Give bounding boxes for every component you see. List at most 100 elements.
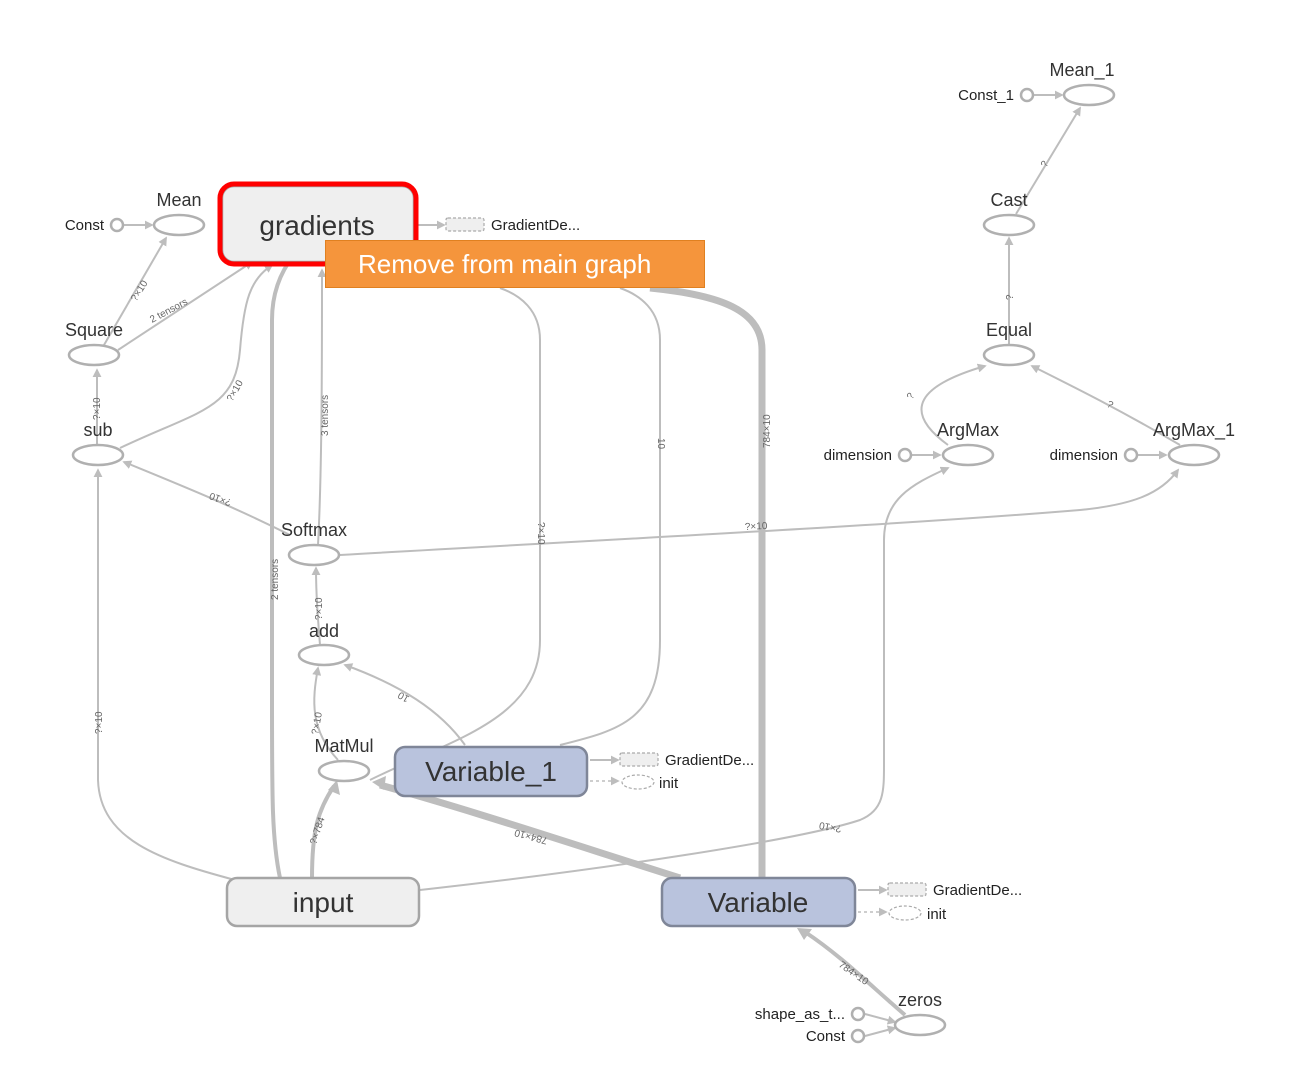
edge-label-softmax-gradients: 3 tensors — [320, 395, 331, 436]
edge-label-add-softmax: ?×10 — [314, 597, 325, 620]
variable1-node[interactable] — [393, 745, 589, 798]
variable-aux-node[interactable] — [887, 882, 927, 897]
edge-variable1-add — [343, 663, 466, 746]
edge-softmax-gradients — [317, 268, 327, 546]
edge-argmax-equal — [920, 363, 987, 446]
const-node-zeros[interactable] — [850, 1028, 866, 1044]
edge-label-square-mean: ?×10 — [129, 278, 150, 303]
add-label: add — [309, 621, 339, 641]
edge-matmul-add — [312, 666, 339, 761]
variable1-aux-node[interactable] — [619, 752, 659, 767]
gradients-label: gradients — [259, 210, 374, 241]
equal-node[interactable] — [982, 343, 1036, 367]
sub-node[interactable] — [71, 443, 125, 467]
sub-label: sub — [83, 420, 112, 440]
argmax-label: ArgMax — [937, 420, 999, 440]
input-label: input — [293, 887, 354, 918]
zeros-label: zeros — [898, 990, 942, 1010]
edge-input-matmul — [310, 784, 336, 879]
edge-square-gradients — [117, 261, 254, 351]
edge-argmax1-equal — [1030, 365, 1181, 446]
edge-label-input-sub: ?×10 — [94, 711, 105, 734]
edge-label-zeros-variable: 784×10 — [836, 959, 870, 988]
shape-as-t-label: shape_as_t... — [755, 1006, 845, 1023]
mean1-label: Mean_1 — [1049, 60, 1114, 81]
edge-zeros-variable — [803, 930, 907, 1017]
edge-softmax-argmax1 — [339, 468, 1180, 556]
edge-constz-zeros — [864, 1025, 897, 1037]
dimension-argmax-label: dimension — [824, 447, 892, 464]
edge-label-matmul-add: ?×10 — [310, 711, 325, 736]
edge-label-input-argmax: ?×10 — [818, 819, 843, 834]
const1-label: Const_1 — [958, 87, 1014, 104]
edge-label-softmax-argmax1: ?×10 — [745, 521, 769, 533]
edge-softmax-sub — [122, 460, 291, 536]
argmax-node[interactable] — [941, 443, 995, 467]
argmax1-label: ArgMax_1 — [1153, 420, 1235, 441]
edge-sub-gradients — [119, 263, 274, 449]
edge-variable1-gradients-b — [559, 287, 661, 746]
edge-input-argmax — [419, 466, 950, 891]
edge-label-argmax1-equal: ? — [1105, 399, 1116, 412]
argmax1-node[interactable] — [1167, 443, 1221, 467]
cast-label: Cast — [990, 190, 1027, 210]
variable-init-label: init — [927, 906, 947, 923]
variable1-aux-label: GradientDe... — [665, 752, 754, 769]
matmul-node[interactable] — [317, 759, 371, 783]
edge-label-variable1-gradients-b: 10 — [655, 438, 666, 450]
edge-label-input-gradients: 2 tensors — [270, 559, 281, 600]
softmax-node[interactable] — [287, 543, 341, 567]
input-node[interactable] — [225, 876, 421, 928]
zeros-node[interactable] — [893, 1013, 947, 1037]
edge-label-sub-gradients: ?×10 — [225, 378, 246, 403]
edge-label-input-matmul: ?×784 — [308, 815, 327, 846]
const-node-mean[interactable] — [109, 217, 125, 233]
edge-label-softmax-sub: ?×10 — [208, 489, 233, 507]
square-label: Square — [65, 320, 123, 340]
edge-label-argmax-equal: ? — [905, 391, 918, 402]
gradients-selection-highlight — [217, 181, 419, 267]
matmul-label: MatMul — [314, 736, 373, 756]
mean-node[interactable] — [152, 213, 206, 237]
edge-label-sub-square: ?×10 — [92, 397, 103, 420]
cast-node[interactable] — [982, 213, 1036, 237]
edge-label-variable1-add: 10 — [396, 689, 412, 704]
edge-variable-gradients — [649, 284, 766, 878]
const-mean-label: Const — [65, 217, 105, 234]
square-node[interactable] — [67, 343, 121, 367]
edge-input-sub — [93, 468, 236, 881]
const1-node[interactable] — [1019, 87, 1035, 103]
dimension-argmax1-label: dimension — [1050, 447, 1118, 464]
variable-label: Variable — [708, 887, 809, 918]
variable1-label: Variable_1 — [425, 756, 557, 787]
edge-label-variable-gradients: 784×10 — [762, 414, 773, 448]
edge-variable1-gradients-a — [369, 287, 541, 781]
edge-label-variable1-gradients-a: ?×10 — [535, 522, 546, 545]
mean1-node[interactable] — [1062, 83, 1116, 107]
edge-label-cast-mean1: ? — [1039, 159, 1052, 170]
dimension-node-argmax1[interactable] — [1123, 447, 1139, 463]
edge-label-equal-cast: ? — [1005, 294, 1016, 300]
shape-as-t-node[interactable] — [850, 1006, 866, 1022]
remove-from-main-graph-menu-item[interactable]: Remove from main graph — [325, 240, 705, 288]
variable1-init-label: init — [659, 775, 679, 792]
edge-input-gradients — [270, 253, 296, 879]
variable1-init-node[interactable] — [621, 774, 655, 790]
add-node[interactable] — [297, 643, 351, 667]
variable-aux-label: GradientDe... — [933, 882, 1022, 899]
edge-add-softmax — [311, 566, 321, 646]
gradients-aux-label: GradientDe... — [491, 217, 580, 234]
variable-init-node[interactable] — [888, 905, 922, 921]
const-zeros-label: Const — [806, 1028, 846, 1045]
edge-label-square-gradients: 2 tensors — [148, 297, 189, 326]
mean-label: Mean — [156, 190, 201, 210]
dimension-node-argmax[interactable] — [897, 447, 913, 463]
gradients-aux-node[interactable] — [445, 217, 485, 232]
edge-shape-zeros — [864, 1013, 897, 1025]
variable-node[interactable] — [660, 876, 857, 928]
equal-label: Equal — [986, 320, 1032, 340]
softmax-label: Softmax — [281, 520, 347, 540]
edge-cast-mean1 — [1015, 106, 1081, 215]
edge-square-mean — [103, 236, 167, 346]
